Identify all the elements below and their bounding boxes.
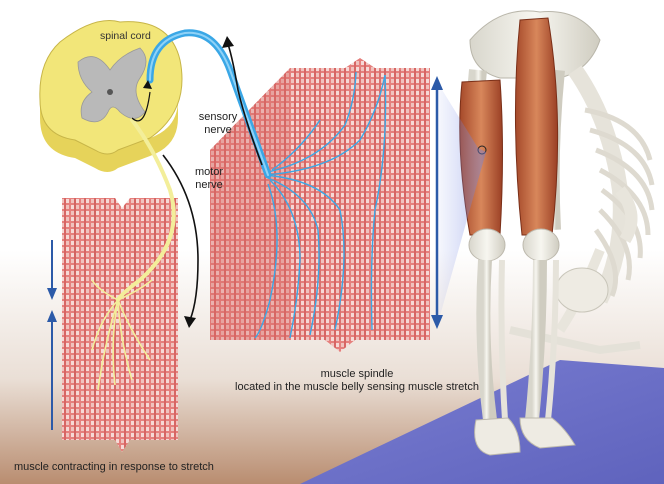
motor-nerve-label: motor nerve <box>187 166 231 192</box>
contracting-muscle-block <box>62 198 178 452</box>
spinal-cord-label: spinal cord <box>100 30 151 43</box>
muscle-spindle-caption: muscle spindle located in the muscle bel… <box>232 368 482 394</box>
contracting-caption: muscle contracting in response to stretc… <box>14 461 274 474</box>
sensory-nerve-label: sensory nerve <box>196 111 240 137</box>
